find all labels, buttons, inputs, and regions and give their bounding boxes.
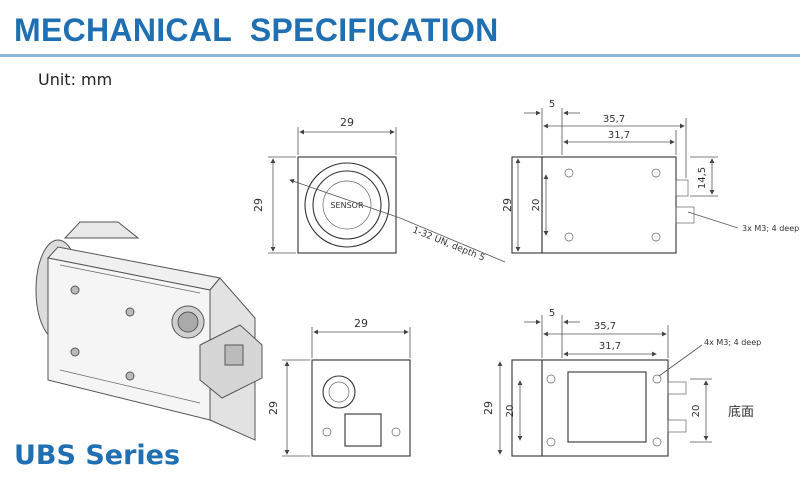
mount-note: 1-32 UN, depth 5 — [411, 226, 486, 264]
bottom-left-spacing-dim: 20 — [505, 405, 516, 418]
side-overall-dim: 35,7 — [603, 114, 625, 125]
front-width-dim: 29 — [340, 116, 354, 129]
back-housing-outline — [311, 359, 411, 457]
bottom-offset-dim: 5 — [549, 308, 555, 319]
side-height-dim: 29 — [501, 198, 514, 212]
bottom-front-section — [511, 359, 543, 457]
sensor-label: SENSOR — [330, 201, 363, 210]
bottom-view-label: 底面 — [728, 404, 754, 420]
usb-port — [344, 413, 382, 447]
back-view: 29 29 — [267, 317, 411, 457]
bottom-inner-dim: 31,7 — [599, 341, 621, 352]
lens-mount-inner — [312, 170, 382, 240]
side-hole-spacing-dim: 20 — [531, 199, 542, 212]
side-connector-dim: 14,5 — [697, 167, 708, 189]
page-title: MECHANICAL SPECIFICATION — [14, 12, 499, 48]
camera-3d-illustration — [35, 221, 263, 441]
front-view: SENSOR 29 29 1-32 UN, depth 5 — [252, 116, 506, 264]
bottom-view: 5 35,7 31,7 29 20 20 4x M3; 4 deep 底面 — [482, 308, 761, 457]
side-offset-dim: 5 — [549, 99, 555, 110]
title-divider — [0, 54, 800, 57]
bottom-housing-outline — [541, 359, 669, 457]
side-inner-dim: 31,7 — [608, 130, 630, 141]
unit-label: Unit: mm — [38, 70, 113, 89]
bottom-height-dim: 29 — [482, 401, 495, 415]
series-label: UBS Series — [14, 440, 181, 471]
bottom-overall-dim: 35,7 — [594, 321, 616, 332]
io-connector — [322, 375, 356, 409]
lens-mount-outer — [304, 162, 390, 248]
back-width-dim: 29 — [354, 317, 368, 330]
sensor-circle — [322, 180, 372, 230]
front-height-dim: 29 — [252, 198, 265, 212]
back-height-dim: 29 — [267, 401, 280, 415]
bottom-right-spacing-dim: 20 — [691, 405, 702, 418]
bottom-window — [567, 371, 647, 443]
side-hole-note: 3x M3; 4 deep — [742, 224, 799, 233]
side-housing-outline — [541, 156, 677, 254]
bottom-hole-note: 4x M3; 4 deep — [704, 338, 761, 347]
front-housing-outline — [297, 156, 397, 254]
side-view: 5 35,7 31,7 29 20 14,5 3x M3; 4 deep — [501, 99, 799, 254]
